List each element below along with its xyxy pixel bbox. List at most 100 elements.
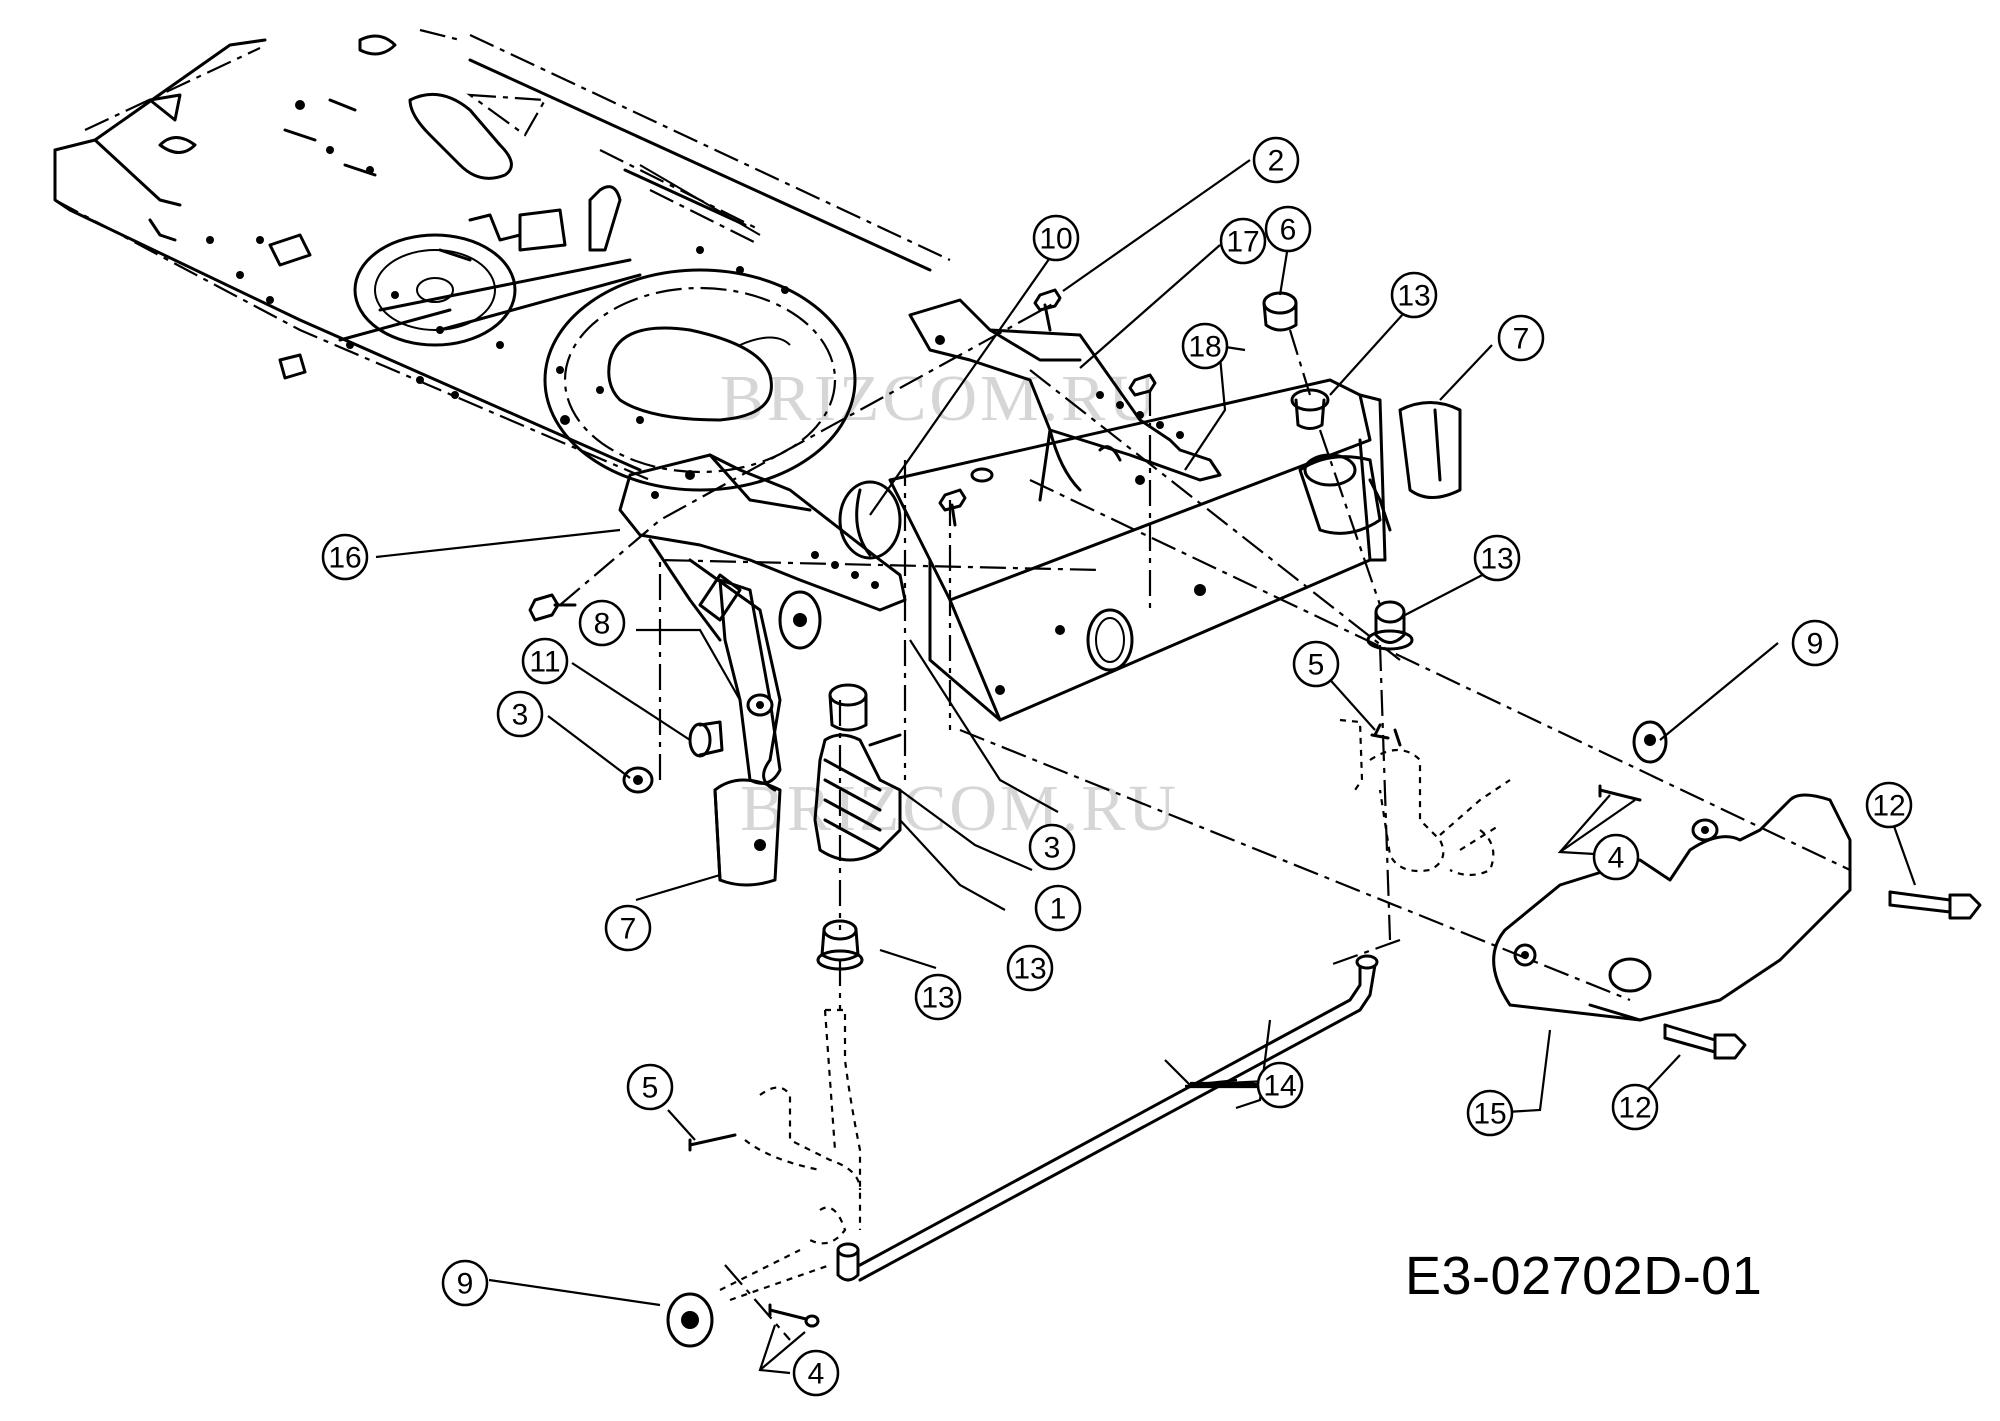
sleeve-7-left <box>713 778 782 887</box>
right-spindle-parts <box>1262 291 1462 651</box>
right-spindle-arm <box>1339 718 1511 877</box>
callout-label: 4 <box>808 1358 825 1391</box>
callout-c6: 6 <box>1264 205 1312 253</box>
callout-circle <box>1466 1089 1514 1137</box>
callout-circle <box>1252 136 1300 184</box>
callout-circle <box>1006 944 1054 992</box>
callout-c4b: 4 <box>1592 833 1640 881</box>
callout-circle <box>1611 1083 1659 1131</box>
callout-circle <box>1028 823 1076 871</box>
callout-c15: 15 <box>1466 1089 1514 1137</box>
callout-label: 17 <box>1226 226 1259 259</box>
callout-label: 15 <box>1473 1098 1506 1131</box>
callout-circle <box>321 533 369 581</box>
callout-label: 5 <box>642 1072 659 1105</box>
callout-label: 12 <box>1872 790 1905 823</box>
callout-circle <box>1256 1061 1304 1109</box>
callout-c7b: 7 <box>604 904 652 952</box>
callout-circle <box>626 1063 674 1111</box>
callout-c13a: 13 <box>1390 271 1438 319</box>
pin-5-left <box>688 1133 737 1152</box>
spindle-housing-1 <box>813 683 902 862</box>
callout-c13c: 13 <box>1006 944 1054 992</box>
callout-label: 12 <box>1618 1092 1651 1125</box>
callout-c3b: 3 <box>1028 823 1076 871</box>
callout-circle <box>1264 205 1312 253</box>
deck-opening <box>543 268 857 492</box>
callout-circle <box>604 904 652 952</box>
front-axle-beam <box>888 378 1392 722</box>
callout-circle <box>496 690 544 738</box>
alignment-lines <box>559 299 1851 1341</box>
callout-circle <box>1865 781 1913 829</box>
callout-circle <box>1497 314 1545 362</box>
callout-circle <box>1219 217 1267 265</box>
callout-c9a: 9 <box>441 1259 489 1307</box>
callout-label: 4 <box>1608 842 1625 875</box>
plug-10 <box>838 480 902 560</box>
callout-label: 13 <box>921 982 954 1015</box>
pin-4-right <box>1598 784 1642 802</box>
callout-label: 13 <box>1480 543 1513 576</box>
pin-4-left <box>768 1303 820 1328</box>
callout-circle <box>914 973 962 1021</box>
callout-c18: 18 <box>1181 322 1229 370</box>
watermark-upper: BRIZCOM.RU <box>720 362 1159 435</box>
callout-label: 3 <box>1044 832 1061 865</box>
callout-circle <box>1390 271 1438 319</box>
callout-c4a: 4 <box>792 1349 840 1397</box>
callout-c7a: 7 <box>1497 314 1545 362</box>
callout-c12b: 12 <box>1611 1083 1659 1131</box>
callout-c5b: 5 <box>1292 640 1340 688</box>
callout-c2: 2 <box>1252 136 1300 184</box>
lower-frame-bracket-16 <box>618 453 907 792</box>
watermark-group: BRIZCOM.RU BRIZCOM.RU <box>720 362 1176 845</box>
callout-c8: 8 <box>578 599 626 647</box>
callout-circle <box>441 1259 489 1307</box>
guard-plate-15 <box>1492 793 1852 1022</box>
upper-frame-bracket-17 <box>908 298 1222 502</box>
callout-c9b: 9 <box>1791 619 1839 667</box>
callout-c12a: 12 <box>1865 781 1913 829</box>
callout-circle <box>1292 640 1340 688</box>
callout-c10: 10 <box>1032 214 1080 262</box>
callout-label: 18 <box>1188 331 1221 364</box>
bolt-12-lower <box>1663 1023 1747 1060</box>
callout-label: 7 <box>1513 323 1530 356</box>
left-spindle-arm <box>719 1008 862 1302</box>
nut-3 <box>622 766 654 794</box>
callout-label: 8 <box>594 608 611 641</box>
callout-label: 16 <box>328 542 361 575</box>
pin-5-right <box>1370 723 1390 740</box>
callout-label: 2 <box>1268 145 1285 178</box>
leader-lines <box>375 159 1917 1375</box>
callout-c5a: 5 <box>626 1063 674 1111</box>
bolt-11 <box>688 720 724 758</box>
callout-circle <box>1032 214 1080 262</box>
callout-c13b: 13 <box>1473 534 1521 582</box>
callout-c17: 17 <box>1219 217 1267 265</box>
callout-circle <box>792 1349 840 1397</box>
bolt-12-upper <box>1888 890 1982 920</box>
callout-c3a: 3 <box>496 690 544 738</box>
washer-9-left <box>666 1292 714 1348</box>
callout-label: 9 <box>457 1268 474 1301</box>
callout-c14: 14 <box>1256 1061 1304 1109</box>
callout-c16: 16 <box>321 533 369 581</box>
callout-label: 11 <box>529 646 560 679</box>
callout-circle <box>1473 534 1521 582</box>
callout-label: 3 <box>512 699 529 732</box>
callout-label: 10 <box>1039 223 1072 256</box>
callout-c11: 11 <box>521 637 569 685</box>
chassis-slots <box>283 98 472 262</box>
callout-circle <box>1034 884 1082 932</box>
callout-circle <box>521 637 569 685</box>
callout-circle <box>1791 619 1839 667</box>
callout-label: 9 <box>1807 628 1824 661</box>
callout-label: 5 <box>1308 649 1325 682</box>
washer-9-right <box>1632 720 1668 764</box>
drawing-code: E3-02702D-01 <box>1405 1246 1763 1306</box>
callout-label: 1 <box>1050 893 1067 926</box>
callout-label: 6 <box>1280 214 1297 247</box>
